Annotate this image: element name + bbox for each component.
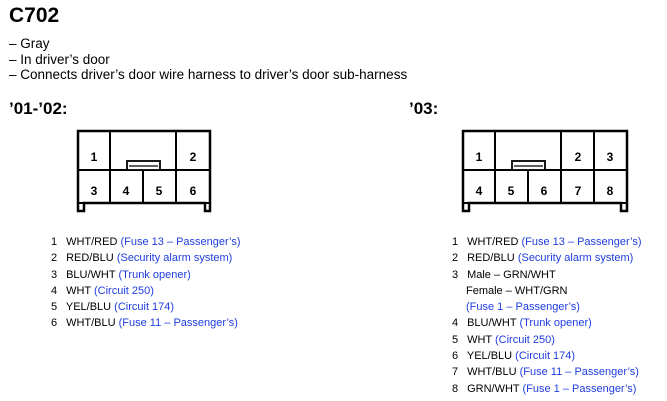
right-pin-label: 8 [607,184,614,198]
pin-number: 6 [452,350,459,363]
wire-color: GRN/WHT [467,382,520,395]
pin-row-continuation-note: (Fuse 1 – Passenger’s) [466,301,580,314]
wire-color: WHT [66,284,91,297]
connector-description: – Gray – In driver’s door – Connects dri… [9,36,407,83]
pin-row: 2 RED/BLU (Security alarm system) [51,250,241,266]
circuit-note: (Fuse 11 – Passenger’s) [118,317,238,330]
right-section-heading: ’03: [409,99,439,118]
pin-number: 2 [452,252,459,265]
right-pin-label: 1 [476,150,483,164]
wire-color: WHT/BLU [467,366,517,379]
pin-row: 2 RED/BLU (Security alarm system) [452,250,642,266]
pin-number: 4 [452,317,459,330]
circuit-note: (Circuit 174) [515,350,576,363]
circuit-note: (Trunk opener) [519,317,592,330]
circuit-note: (Fuse 13 – Passenger’s) [521,236,642,248]
left-pin-label: 6 [190,184,197,198]
pin-number: 6 [51,317,58,330]
pin-number: 7 [452,366,459,379]
right-pin-label: 4 [476,184,483,198]
left-pin-label: 4 [123,184,130,198]
right-pin-label: 7 [575,184,582,198]
wire-color: RED/BLU [467,252,515,265]
pin-number: 8 [452,382,459,395]
pin-number: 5 [452,333,459,346]
pin-row-continuation: Female – WHT/GRN [466,284,568,297]
wire-color: WHT/RED [467,236,519,248]
pin-row: 5 YEL/BLU (Circuit 174) [51,299,241,315]
pin-row: 3 Male – GRN/WHT [452,267,642,283]
pin-row: 8 GRN/WHT (Fuse 1 – Passenger’s) [452,381,642,397]
circuit-note: (Fuse 11 – Passenger’s) [519,366,639,379]
right-pin-label: 2 [575,150,582,164]
connector-title: C702 [9,4,60,27]
wire-color: BLU/WHT [467,317,517,330]
left-pin-label: 1 [91,150,98,164]
pin-number: 1 [452,236,459,248]
right-pin-label: 3 [607,150,614,164]
pin-list-01-02: 1 WHT/RED (Fuse 13 – Passenger’s) 2 RED/… [51,234,241,332]
pin-number: 1 [51,236,58,248]
wire-color: Male – GRN/WHT [467,268,556,281]
left-pin-label: 2 [190,150,197,164]
wire-color: WHT [467,333,492,346]
pin-row: 3 BLU/WHT (Trunk opener) [51,267,241,283]
left-pin-label: 5 [156,184,163,198]
right-pin-label: 5 [508,184,515,198]
connector-diagram-03: 1 2 3 4 5 6 7 8 [461,129,629,213]
pin-row: 5 WHT (Circuit 250) [452,332,642,348]
description-line-purpose: – Connects driver’s door wire harness to… [9,67,408,82]
circuit-note: (Security alarm system) [517,252,634,265]
left-pin-label: 3 [91,184,98,198]
wire-color: RED/BLU [66,252,114,265]
circuit-note: (Security alarm system) [116,252,233,265]
pin-number: 2 [51,252,58,265]
wire-color: YEL/BLU [65,301,112,314]
wire-color: WHT/RED [66,236,118,248]
wire-color: WHT/BLU [66,317,116,330]
pin-row: 4 BLU/WHT (Trunk opener) [452,315,642,331]
left-section-heading: ’01-’02: [9,99,68,118]
description-line-color: – Gray [9,36,50,51]
wire-color: YEL/BLU [466,350,513,363]
connector-diagram-01-02: 1 2 3 4 5 6 [76,129,212,213]
wire-color: BLU/WHT [66,268,116,281]
circuit-note: (Fuse 13 – Passenger’s) [120,236,241,248]
pin-number: 4 [51,284,58,297]
pin-row: 1 WHT/RED (Fuse 13 – Passenger’s) [452,234,642,250]
pin-row: 7 WHT/BLU (Fuse 11 – Passenger’s) [452,364,642,380]
pin-row: 1 WHT/RED (Fuse 13 – Passenger’s) [51,234,241,250]
right-pin-label: 6 [541,184,548,198]
pin-row: 4 WHT (Circuit 250) [51,283,241,299]
circuit-note: (Circuit 250) [93,284,154,297]
circuit-note: (Circuit 174) [114,301,175,314]
pin-number: 3 [452,268,459,281]
pin-number: 5 [51,301,58,314]
circuit-note: (Circuit 250) [494,333,555,346]
description-line-location: – In driver’s door [9,51,110,67]
circuit-note: (Fuse 1 – Passenger’s) [522,382,637,395]
pin-number: 3 [51,268,58,281]
pin-list-03: 1 WHT/RED (Fuse 13 – Passenger’s) 2 RED/… [452,234,642,397]
pin-row: 6 WHT/BLU (Fuse 11 – Passenger’s) [51,315,241,331]
circuit-note: (Trunk opener) [118,268,191,281]
pin-row: 6 YEL/BLU (Circuit 174) [452,348,642,364]
